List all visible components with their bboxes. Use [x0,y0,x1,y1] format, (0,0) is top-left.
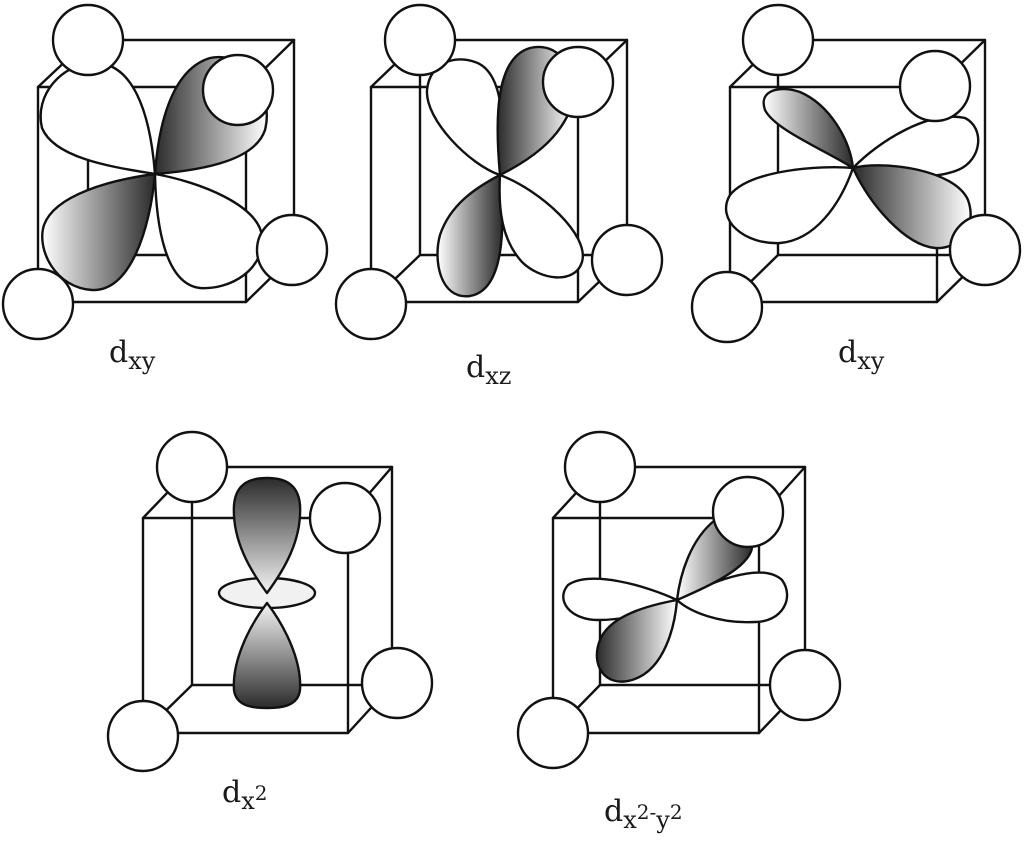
ligand-spheres [106,430,434,773]
ligand-spheres [334,3,664,341]
lobe-upper [232,476,302,595]
label-base: d [838,335,858,370]
label-superscript-a: 2- [636,800,657,824]
panel-dx2-y2 [516,430,842,770]
label-sub-y: y [656,806,670,834]
label-superscript-b: 2 [669,800,683,824]
ligand-sphere [383,3,457,77]
ligand-sphere [741,3,815,77]
ligand-sphere [541,45,615,119]
label-dx2-y2: dx2-y2 [604,794,683,833]
lobe-lower-left [41,172,157,292]
ligand-sphere [711,475,785,549]
label-sub-x: x [623,806,637,834]
ligand-sphere [948,213,1022,287]
panel-dxy-1 [1,3,329,341]
lobe-lower [232,601,302,710]
label-superscript: 2 [254,781,268,805]
ligand-sphere [106,699,180,773]
label-base: d [222,775,242,810]
ligand-spheres [516,430,842,770]
ligand-sphere [1,267,75,341]
lobe-lower-right [498,173,585,279]
orbital-lobes [217,476,317,710]
label-dxy-2: dxy [838,335,884,374]
label-dx2: dx2 [222,775,268,814]
lobe-right [675,571,789,624]
label-subscript: xy [857,347,885,375]
ligand-sphere [690,270,764,344]
orbital-lobes [425,45,585,298]
ligand-spheres [1,3,329,341]
lobe-lower-left [595,598,679,683]
lobe-upper-left [39,61,157,176]
ligand-sphere [516,696,590,770]
ligand-sphere [590,223,664,297]
label-base: d [604,794,624,829]
ligand-sphere [155,430,229,504]
label-base: d [466,350,486,385]
label-subscript: xz [485,362,512,390]
ligand-sphere [51,3,125,77]
label-base: d [109,335,129,370]
lobe-front-left [724,166,855,245]
ligand-sphere [898,49,972,123]
ligand-spheres [690,3,1022,344]
lobe-lower-left [436,173,504,298]
ligand-sphere [768,648,842,722]
ligand-sphere [563,430,637,504]
lobe-upper-left [762,87,855,170]
ligand-sphere [308,481,382,555]
label-subscript: xy [128,347,156,375]
lobe-upper-left [425,58,504,177]
ligand-sphere [255,213,329,287]
label-dxy-1: dxy [109,335,155,374]
label-subscript: x2-y2 [623,802,682,834]
panel-dxy-2 [690,3,1022,344]
ligand-sphere [360,646,434,720]
panel-dxz [334,3,664,341]
label-sub-x: x [241,787,255,815]
ligand-sphere [334,267,408,341]
label-dxz: dxz [466,350,511,389]
lobe-lower-right [153,172,264,290]
ligand-sphere [201,53,275,127]
panel-dx2 [106,430,434,773]
label-subscript: x2 [241,783,267,815]
